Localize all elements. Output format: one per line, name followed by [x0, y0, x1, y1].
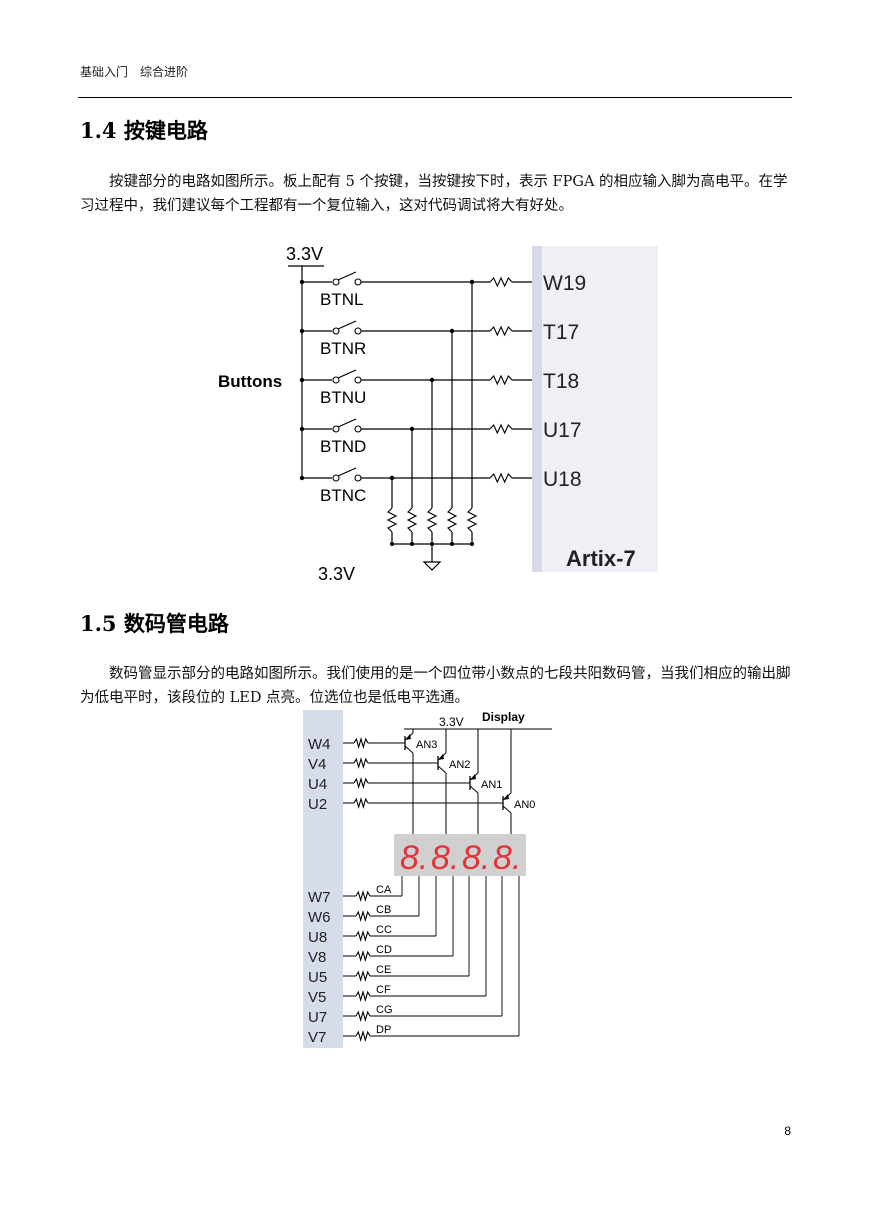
- anode-pin-label: W4: [308, 736, 331, 753]
- display-supply-label: 3.3V: [439, 715, 464, 729]
- digit-glyph: 8.: [431, 839, 459, 877]
- digit-glyph: 8.: [493, 839, 521, 877]
- fpga-pin-label: T18: [543, 370, 579, 393]
- segment-row-ca: W7 CA: [308, 876, 403, 906]
- fpga-pin-label: U18: [543, 468, 582, 491]
- button-row-btnc: BTNC U18: [299, 467, 582, 546]
- button-row-btnu: BTNU T18: [299, 369, 579, 546]
- anode-label: AN2: [449, 759, 470, 771]
- display-title: Display: [482, 710, 525, 724]
- header-rule: [78, 97, 792, 98]
- segment-pin-label: W7: [308, 889, 331, 906]
- anode-row-an2: V4 AN2: [308, 729, 470, 834]
- segment-row-dp: V7 DP: [308, 876, 520, 1046]
- segment-row-cc: U8 CC: [308, 876, 437, 946]
- segment-label: CD: [376, 944, 392, 956]
- digit-glyph: 8.: [400, 839, 428, 877]
- anode-row-an3: W4 AN3: [308, 729, 437, 834]
- paragraph-buttons: 按键部分的电路如图所示。板上配有 5 个按键，当按键按下时，表示 FPGA 的相…: [80, 174, 788, 214]
- segment-pin-label: V8: [308, 949, 326, 966]
- segment-label: CC: [376, 924, 392, 936]
- anode-label: AN0: [514, 799, 535, 811]
- segment-pin-label: V7: [308, 1029, 326, 1046]
- supply-label: 3.3V: [286, 244, 323, 264]
- anode-pin-label: U2: [308, 796, 327, 813]
- section-heading-display: 1.5 数码管电路: [80, 611, 229, 636]
- anode-row-an0: U2 AN0: [308, 729, 535, 834]
- running-header: 基础入门 综合进阶: [80, 65, 189, 79]
- fpga-pin-label: U17: [543, 419, 582, 442]
- segment-pin-label: W6: [308, 909, 331, 926]
- segment-row-cb: W6 CB: [308, 876, 420, 926]
- segment-label: DP: [376, 1024, 391, 1036]
- button-row-btnd: BTND U17: [299, 418, 582, 546]
- anode-row-an1: U4 AN1: [308, 729, 502, 834]
- anode-label: AN3: [416, 739, 437, 751]
- segment-pin-label: U8: [308, 929, 327, 946]
- fpga-pin-panel: [303, 710, 343, 1048]
- anode-pin-label: U4: [308, 776, 327, 793]
- section-heading-buttons: 1.4 按键电路: [80, 118, 208, 143]
- buttons-group-label: Buttons: [218, 372, 282, 391]
- button-label: BTNL: [320, 290, 363, 309]
- button-row-btnl: BTNL W19: [299, 271, 586, 546]
- segment-pin-label: U5: [308, 969, 327, 986]
- segment-label: CG: [376, 1004, 393, 1016]
- bottom-supply-partial: 3.3V: [318, 564, 355, 584]
- chip-label: Artix-7: [566, 546, 636, 571]
- segment-pin-label: U7: [308, 1009, 327, 1026]
- seven-seg-display: [394, 834, 526, 876]
- segment-label: CF: [376, 984, 391, 996]
- segment-pin-label: V5: [308, 989, 326, 1006]
- anode-pin-label: V4: [308, 756, 326, 773]
- fpga-pin-label: W19: [543, 272, 586, 295]
- fpga-panel: [532, 246, 658, 572]
- segment-label: CE: [376, 964, 391, 976]
- button-label: BTND: [320, 437, 366, 456]
- page-number: 8: [784, 1124, 791, 1138]
- anode-label: AN1: [481, 779, 502, 791]
- segment-row-ce: U5 CE: [308, 876, 470, 986]
- segment-label: CA: [376, 884, 392, 896]
- digit-glyph: 8.: [462, 839, 490, 877]
- button-label: BTNC: [320, 486, 366, 505]
- segment-row-cd: V8 CD: [308, 876, 454, 966]
- paragraph-display: 数码管显示部分的电路如图所示。我们使用的是一个四位带小数点的七段共阳数码管，当我…: [80, 666, 791, 706]
- button-label: BTNU: [320, 388, 366, 407]
- button-label: BTNR: [320, 339, 366, 358]
- segment-row-cf: V5 CF: [308, 876, 487, 1006]
- fpga-pin-label: T17: [543, 321, 579, 344]
- segment-label: CB: [376, 904, 391, 916]
- segment-row-cg: U7 CG: [308, 876, 503, 1026]
